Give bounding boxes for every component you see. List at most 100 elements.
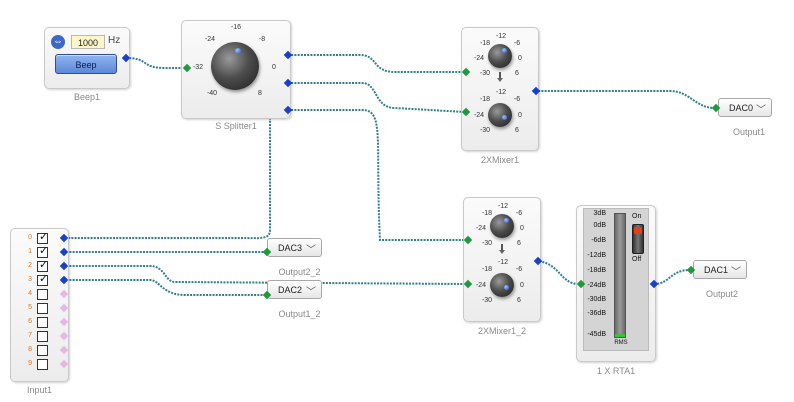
splitter-tick: -24 [204,36,216,43]
arrow-down-icon [497,72,503,82]
channel-checkbox[interactable] [37,303,48,314]
mixer-top-tick: 6 [515,70,519,77]
mixer-top-tick: -30 [479,127,491,134]
splitter-tick: -8 [258,36,266,43]
rta-switch-off-label: Off [632,256,642,263]
mixer-top-knob-2[interactable] [488,103,512,127]
rta-scale-label: 3dB [593,210,606,217]
wire-input2-to-mixer2 [63,265,468,285]
mixer-top-tick: -18 [479,40,491,47]
mixer-bottom-tick: -24 [475,282,487,289]
channel-index: 1 [28,248,32,255]
splitter-tick: -40 [206,90,218,97]
wire-mixer2-to-rta [535,260,581,286]
wire-splitter-to-mixer1-a [288,54,465,73]
splitter-tick: -32 [192,64,204,71]
rta-scale-label: -24dB [587,282,606,289]
channel-checkbox[interactable] [37,289,48,300]
mixer-bottom-knob-2[interactable] [490,273,514,297]
mixer-bottom-tick: 0 [520,282,524,289]
mixer-bottom-label: 2XMixer1_2 [477,326,527,336]
frequency-unit: Hz [108,35,121,46]
channel-checkbox[interactable] [37,345,48,356]
beep-block[interactable]: ⇔ 1000 Hz Beep [44,27,130,89]
channel-checkbox[interactable]: ✓ [37,231,49,244]
mixer-bottom-tick: 6 [517,240,521,247]
channel-index: 6 [28,318,32,325]
channel-index: 4 [28,290,32,297]
output1-2-value: DAC2 [278,285,303,295]
output2-2-dropdown[interactable]: DAC3 ﹀ [267,238,322,257]
wire-input3-to-output1_2 [63,279,267,296]
mixer-bottom-tick: -18 [481,266,493,273]
chevron-down-icon: ﹀ [306,245,316,256]
output1-2-dropdown[interactable]: DAC2 ﹀ [267,280,322,299]
rta-level-fill [615,334,625,337]
mixer-top-knob-1[interactable] [488,44,512,68]
mixer-bottom-tick: -18 [481,210,493,217]
rta-mode: RMS [614,340,628,346]
output1-2-label: Output1_2 [278,309,321,319]
sync-icon[interactable]: ⇔ [51,35,65,49]
mixer-top-label: 2XMixer1 [480,155,519,165]
frequency-field[interactable]: 1000 [71,35,105,49]
beep-label: Beep1 [73,92,101,102]
mixer-bottom-tick: -12 [497,259,509,266]
output1-label: Output1 [732,127,766,137]
channel-index: 3 [28,276,32,283]
output1-value: DAC0 [729,103,754,113]
splitter-tick: -16 [230,24,242,31]
splitter-gain-knob[interactable] [211,42,259,90]
output2-2-label: Output2_2 [278,267,321,277]
output2-label: Output2 [705,289,739,299]
mixer-top-tick: -24 [473,112,485,119]
splitter-label: S Splitter1 [215,121,257,131]
rta-label: 1 X RTA1 [596,366,636,376]
splitter-tick: 0 [272,64,276,71]
mixer-top-tick: -6 [513,96,521,103]
channel-checkbox[interactable]: ✓ [37,259,49,272]
channel-index: 7 [28,332,32,339]
channel-checkbox[interactable]: ✓ [37,273,49,286]
beep-button[interactable]: Beep [55,54,117,74]
channel-index: 8 [28,346,32,353]
channel-index: 5 [28,304,32,311]
mixer-top-tick: -30 [479,70,491,77]
mixer-top-tick: -12 [495,89,507,96]
channel-index: 0 [28,234,32,241]
mixer-top-tick: 6 [515,127,519,134]
rta-switch-on-label: On [632,213,642,220]
mixer-bottom-tick: -30 [481,297,493,304]
mixer-bottom-tick: -24 [475,225,487,232]
channel-checkbox[interactable]: ✓ [37,245,49,258]
rta-scale-label: -36dB [587,310,606,317]
mixer-bottom-knob-1[interactable] [490,214,514,238]
wire-splitter-to-mixer1-b [288,82,466,113]
mixer-bottom-tick: -6 [515,210,523,217]
mixer-top-tick: 0 [518,55,522,62]
channel-checkbox[interactable] [37,317,48,328]
output2-2-value: DAC3 [278,243,303,253]
mixer-bottom-tick: 6 [517,297,521,304]
mixer-bottom-tick: -30 [481,240,493,247]
mixer-bottom-tick: 0 [520,225,524,232]
rta-scale-label: -12dB [587,252,606,259]
wire-mixer1-to-output1 [535,90,716,109]
chevron-down-icon: ﹀ [306,287,316,298]
input-label: Input1 [26,385,53,395]
channel-index: 2 [28,262,32,269]
output1-dropdown[interactable]: DAC0 ﹀ [718,98,772,117]
rta-scale-label: -6dB [591,237,606,244]
channel-index: 9 [28,360,32,367]
mixer-top-tick: -12 [495,33,507,40]
rta-power-switch[interactable] [632,224,644,254]
channel-checkbox[interactable] [37,331,48,342]
rta-scale-label: -30dB [587,296,606,303]
toggle-knob-icon [634,227,642,234]
chevron-down-icon: ﹀ [756,105,766,116]
output2-value: DAC1 [704,265,729,275]
channel-checkbox[interactable] [37,359,48,370]
mixer-bottom-tick: -12 [497,203,509,210]
output2-dropdown[interactable]: DAC1 ﹀ [693,260,747,279]
wire-splitter-to-mixer2-a [288,109,467,241]
